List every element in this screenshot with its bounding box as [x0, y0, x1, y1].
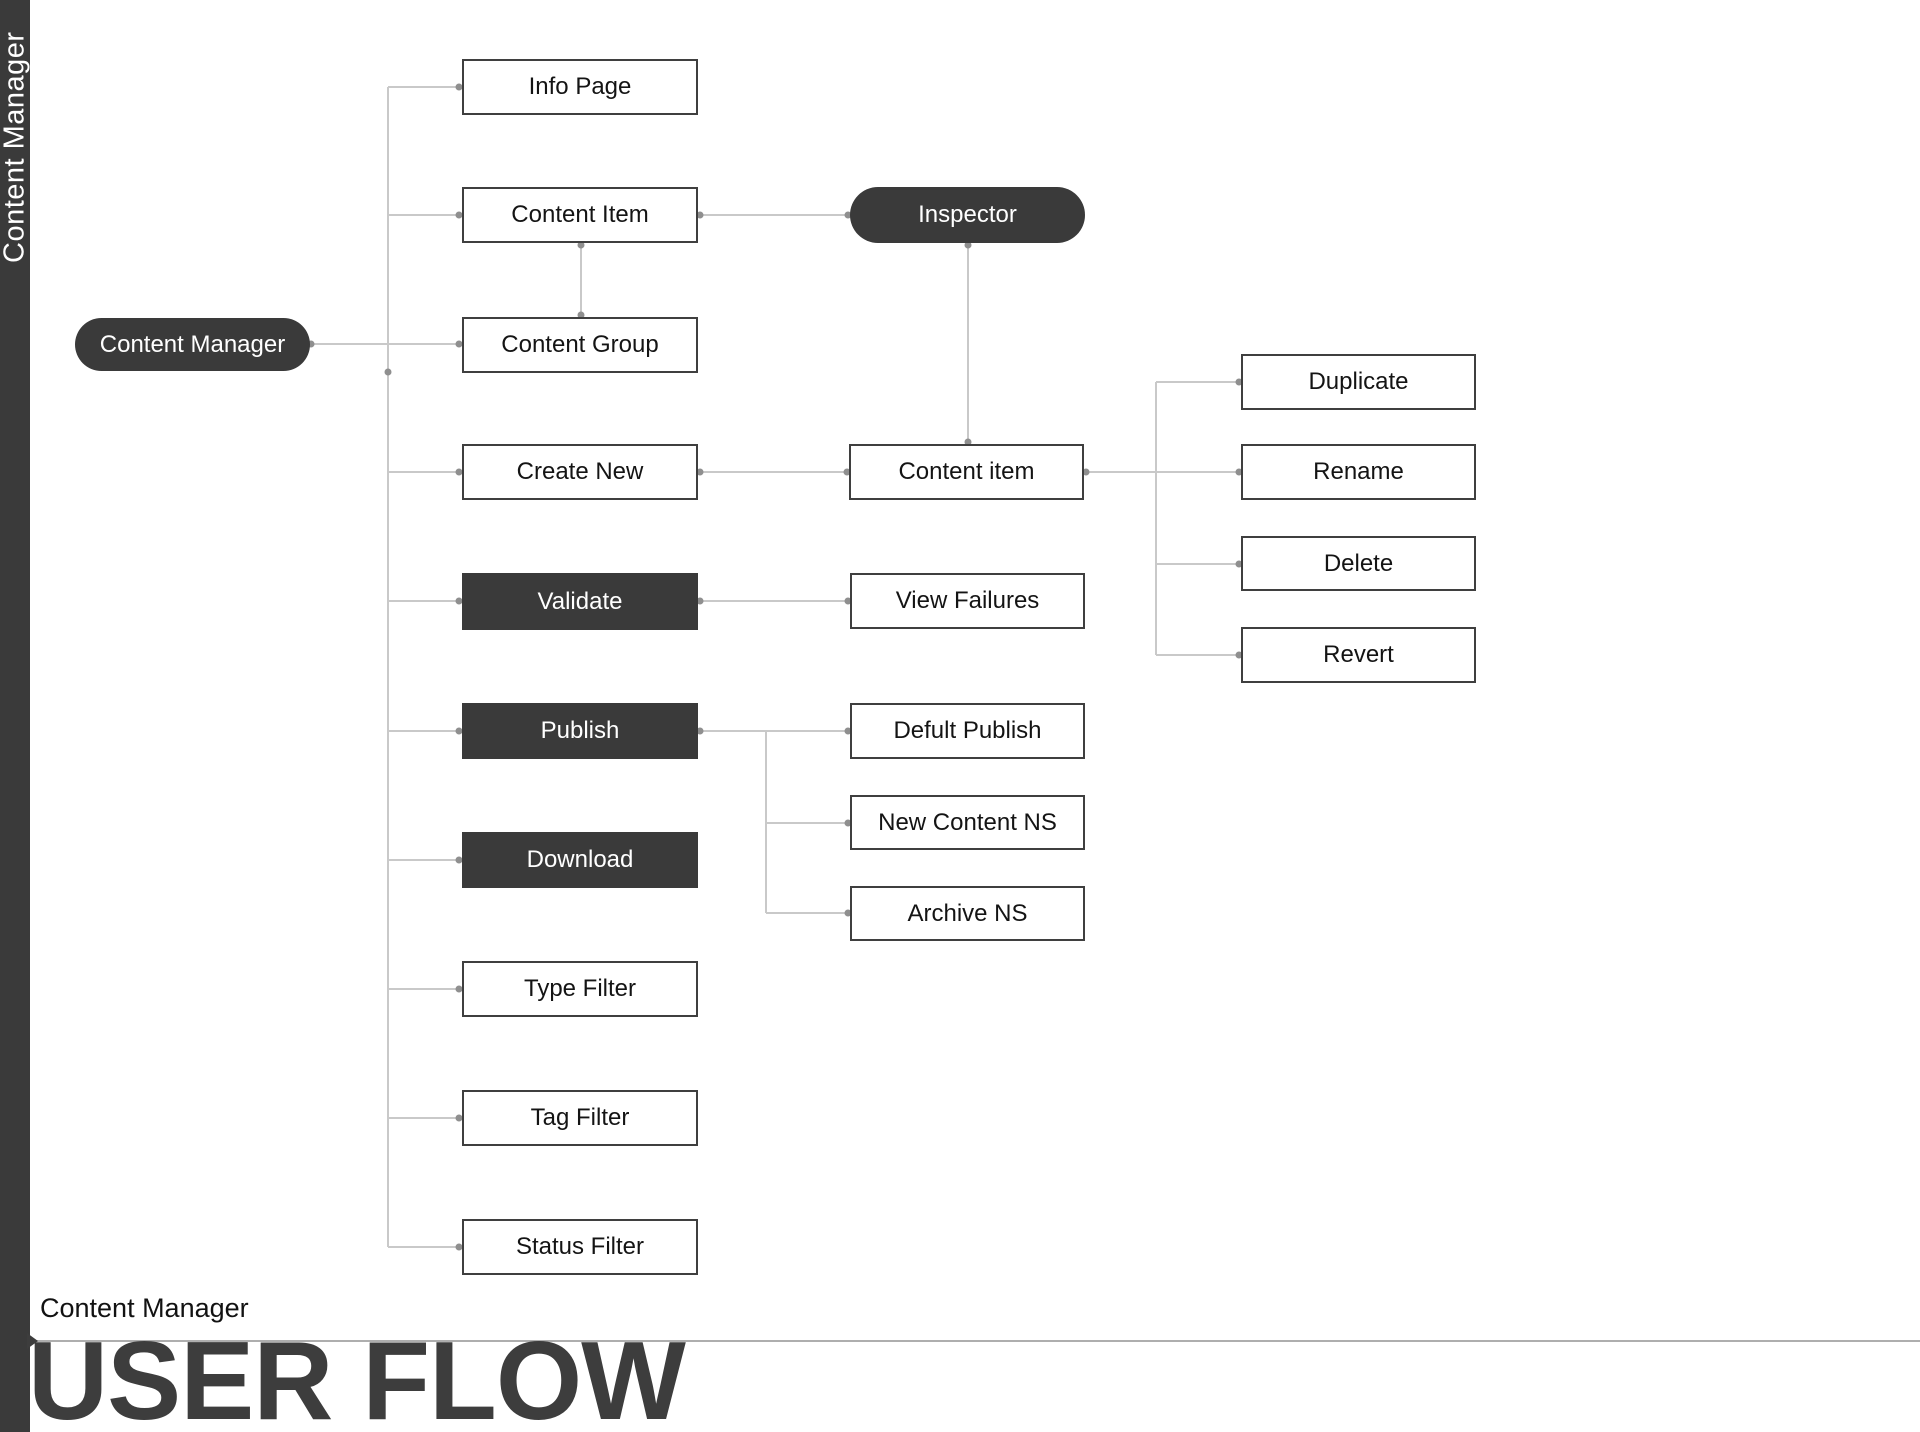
- footer-arrow-icon: [27, 1333, 38, 1349]
- node-content-item: Content Item: [462, 187, 698, 243]
- node-new-content-ns: New Content NS: [850, 795, 1085, 850]
- node-content-manager-root: Content Manager: [75, 318, 310, 371]
- footer-subtitle: Content Manager: [40, 1293, 249, 1323]
- node-duplicate: Duplicate: [1241, 354, 1476, 410]
- node-delete: Delete: [1241, 536, 1476, 591]
- node-view-failures: View Failures: [850, 573, 1085, 629]
- node-content-item-detail: Content item: [849, 444, 1084, 500]
- node-tag-filter: Tag Filter: [462, 1090, 698, 1146]
- node-default-publish: Defult Publish: [850, 703, 1085, 759]
- node-status-filter: Status Filter: [462, 1219, 698, 1275]
- node-rename: Rename: [1241, 444, 1476, 500]
- node-inspector: Inspector: [850, 187, 1085, 243]
- side-band-label: Content Manager: [0, 31, 31, 263]
- node-validate: Validate: [462, 573, 698, 630]
- node-content-group: Content Group: [462, 317, 698, 373]
- node-type-filter: Type Filter: [462, 961, 698, 1017]
- node-download: Download: [462, 832, 698, 888]
- page-title: USER FLOW: [28, 1319, 686, 1432]
- node-archive-ns: Archive NS: [850, 886, 1085, 941]
- node-create-new: Create New: [462, 444, 698, 500]
- node-info-page: Info Page: [462, 59, 698, 115]
- node-revert: Revert: [1241, 627, 1476, 683]
- side-band: Content Manager: [0, 0, 31, 1432]
- footer-rule: [30, 1340, 1920, 1342]
- node-publish: Publish: [462, 703, 698, 759]
